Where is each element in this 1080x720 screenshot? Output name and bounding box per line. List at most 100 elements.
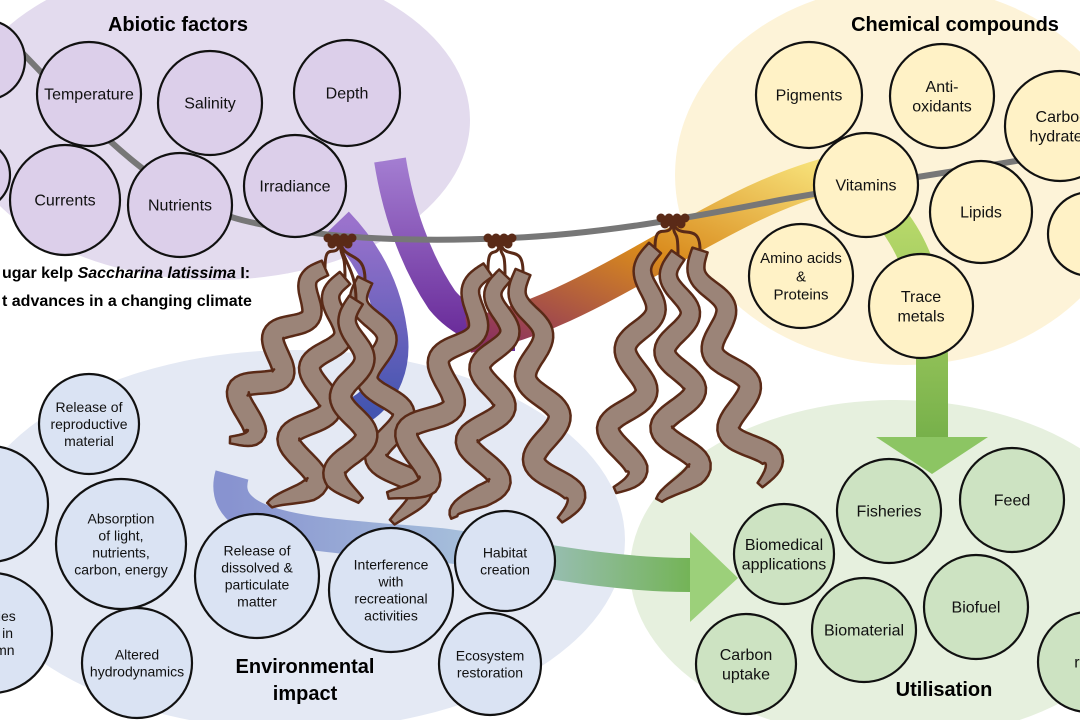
utilisation-node-circle [694,612,798,716]
kelp-holdfast [680,213,690,223]
abiotic-title: Abiotic factors [108,14,248,36]
kelp-blade [686,246,785,489]
utilisation-node-label-line: Biomedical [745,537,823,554]
environmental-node-circle [193,512,321,640]
utilisation-node: Fisheries [835,457,943,565]
chemical-node-label: Pigments [776,88,843,105]
utilisation-node-label-line: rem [1074,655,1080,672]
utilisation-node: rem [1036,611,1080,713]
utilisation-node: Biomaterial [810,576,918,684]
utilisation-node-circle [1036,611,1080,713]
chemical-node-circle [812,131,920,239]
environmental-node-label-line: nutrients, [92,544,150,560]
kelp-holdfast [347,233,357,243]
abiotic-node-label-line: Depth [326,86,369,103]
environmental-node-label-line: hydrodynamics [90,663,184,679]
chemical-node: Anti-oxidants [888,42,996,150]
caption-line1-suffix: I: [236,265,250,282]
environmental-node-label-line: matter [237,594,277,610]
abiotic-node-circle [126,151,234,259]
environmental-node-label-line: Release of [56,399,123,415]
environmental-node: fors,s,ves [0,445,50,563]
environmental-node-label: speciesthan incolumn [0,608,16,658]
abiotic-node: Depth [292,38,402,148]
environmental-node-circle [37,372,141,476]
chemical-node-circle [747,222,855,330]
chemical-node-label: Trace metals [897,289,944,326]
abiotic-node-label-line: Temperature [44,87,134,104]
abiotic-node-circle [8,143,122,257]
kelp-cluster [225,233,433,526]
utilisation-node-circle [835,457,943,565]
abiotic-node: Nutrients [126,151,234,259]
utilisation-node-circle [810,576,918,684]
utilisation-node: Biomedical applications [732,502,836,606]
abiotic-node [0,21,27,99]
chemical-node: Carbo-hydrates [1003,69,1080,183]
kelp-blade [507,267,587,524]
abiotic-node-label-line: Currents [34,193,95,210]
chemical-node-label-line: Proteins [773,287,828,304]
chemical-node-circle [754,40,864,150]
chemical-node-circle [867,252,975,360]
chemical-node-label: Lipids [960,205,1002,222]
abiotic-node-label-line: Irradiance [259,179,330,196]
abiotic-node-label: Currents [34,193,95,210]
caption-line2: t advances in a changing climate [2,293,252,310]
environmental-node-circle [453,509,557,613]
chemical-node-label-line: Trace [901,289,941,306]
chemical-node: Pigments [754,40,864,150]
abiotic-node-label: Depth [326,86,369,103]
environmental-node-label-line: activities [364,608,418,624]
caption-line1-italic: Saccharina latissima [78,265,236,282]
chemical-node-circle [1046,192,1080,276]
kelp-blade [448,268,521,520]
kelp-blade [649,249,712,504]
abiotic-node: Currents [8,143,122,257]
environmental-node-label-line: Habitat [483,544,527,560]
caption-line1-prefix: ugar kelp [2,265,78,282]
utilisation-node-circle [922,553,1030,661]
kelp-layer [225,213,785,526]
utilisation-node-label: Biofuel [952,600,1001,617]
kelp-blade [385,262,494,500]
environmental-node-label-line: than in [0,625,13,641]
environmental-title-line1: Environmental [236,656,375,678]
environmental-node-label-line: reproductive [50,416,127,432]
abiotic-node-label: Salinity [184,96,236,113]
chemical-node-label-line: Vitamins [835,178,896,195]
chemical-node-circle [888,42,996,150]
utilisation-node-label: Carbon uptake [720,647,772,684]
chemical-node-circle [1003,69,1080,183]
chemical-node-label-line: metals [897,308,944,325]
caption-line1: ugar kelp Saccharina latissima I: [2,265,250,282]
environmental-node-label-line: dissolved & [221,559,293,575]
chemical-node-label-line: & [796,268,806,285]
utilisation-node-label-line: Carbon [720,647,772,664]
abiotic-node-circle [156,49,264,157]
abiotic-node-label: Nutrients [148,198,212,215]
environmental-node-label-line: Interference [354,556,429,572]
utilisation-node: Biofuel [922,553,1030,661]
abiotic-node-circle [292,38,402,148]
utilisation-node-circle [958,446,1066,554]
environmental-node-label-line: restoration [457,664,523,680]
chemical-node-label-line: Lipids [960,205,1002,222]
abiotic-node-circle [242,133,348,239]
utilisation-node-label-line: uptake [722,666,770,683]
abiotic-node-label: Irradiance [259,179,330,196]
chemical-node-label-line: Amino acids [760,250,842,267]
utilisation-node-label-line: applications [742,556,827,573]
abiotic-node-label: Temperature [44,87,134,104]
abiotic-node [0,148,12,202]
blue-green-arrow-head [690,532,738,622]
chemical-node-label-line: Carbo- [1036,109,1080,126]
environmental-node-label-line: Ecosystem [456,647,524,663]
